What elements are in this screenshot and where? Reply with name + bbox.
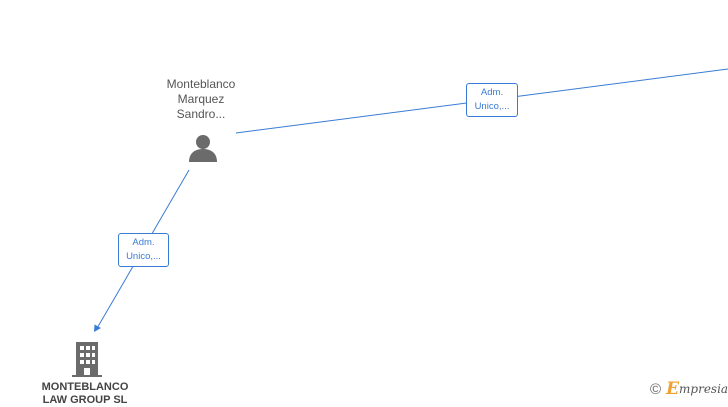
brand-name: mpresia [679,382,728,396]
company-name-line2: LAW GROUP SL [42,394,128,406]
person-name-line1: Monteblanco [166,77,236,91]
edge-label-line1: Adm. [132,237,155,248]
person-name-line2: Marquez [177,92,225,106]
company-node-label[interactable]: MONTEBLANCO LAW GROUP SL [25,381,145,407]
edge-label-line2: Unico,... [474,101,510,112]
edge-label-adm-unico-1[interactable]: Adm. Unico,... [466,83,518,117]
empresia-watermark: © E mpresia [650,379,728,399]
company-name-line1: MONTEBLANCO [41,381,129,393]
person-icon[interactable] [188,134,218,162]
edge-label-line2: Unico,... [126,251,161,262]
building-icon[interactable] [71,341,103,377]
brand-initial: E [666,379,680,399]
copyright-icon: © [650,380,662,398]
person-name-line3: Sandro... [176,107,226,121]
person-node-label[interactable]: Monteblanco Marquez Sandro... [151,77,251,122]
edge-arrowhead [94,324,101,332]
edge-label-adm-unico-2[interactable]: Adm. Unico,... [118,233,169,267]
edge-label-line1: Adm. [480,87,504,98]
